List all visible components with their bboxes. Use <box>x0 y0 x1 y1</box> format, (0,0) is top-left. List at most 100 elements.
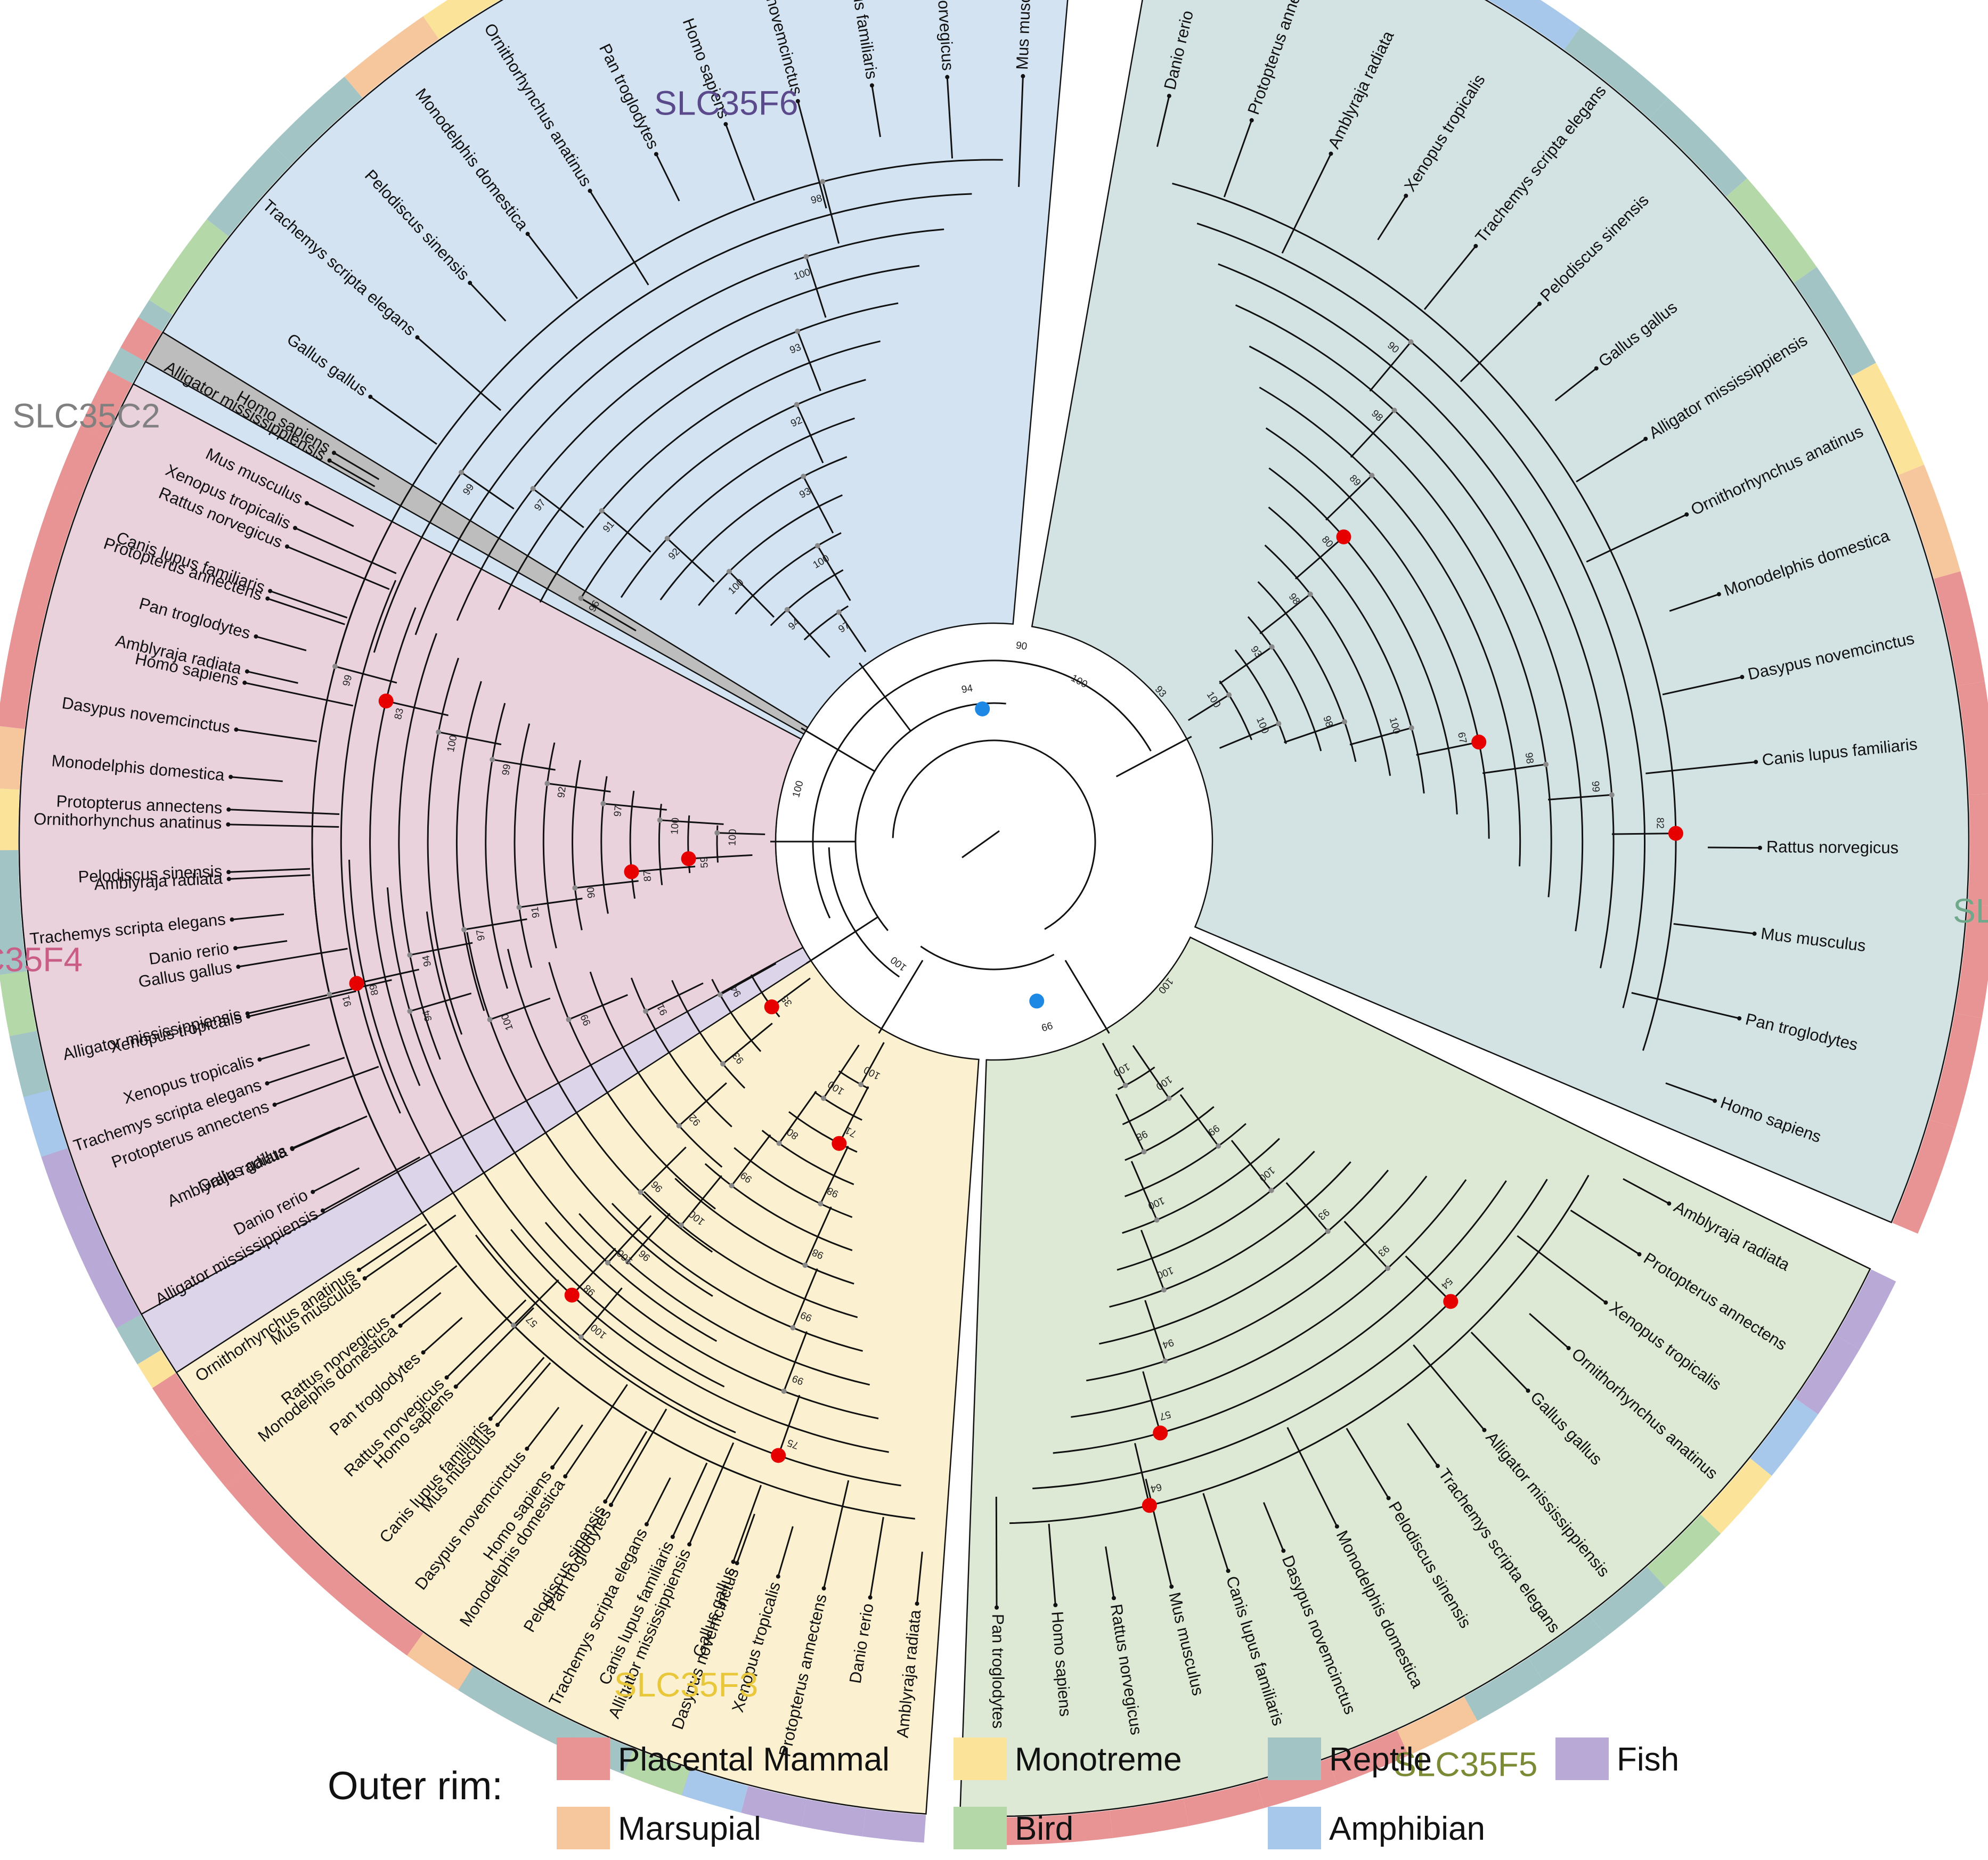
rim-segment-reptile <box>1564 27 1668 119</box>
tip-marker <box>644 1522 649 1527</box>
tip-branch <box>1662 676 1742 696</box>
tip-marker <box>234 727 239 732</box>
internal-branch <box>544 1221 879 1420</box>
tip-marker <box>468 281 472 285</box>
internal-branch <box>1140 1229 1165 1291</box>
tip-branch <box>1286 1427 1338 1527</box>
internal-branch <box>466 932 713 1297</box>
internal-branch <box>716 825 719 863</box>
internal-node <box>836 609 842 615</box>
rim-segment-reptile <box>9 1031 51 1097</box>
tip-marker <box>1716 592 1721 597</box>
tip-marker <box>488 1416 493 1421</box>
tip-branch <box>228 823 339 828</box>
tip-marker <box>293 526 298 531</box>
tip-marker <box>654 152 658 157</box>
tip-branch <box>329 460 376 487</box>
highlighted-node <box>1668 826 1683 841</box>
rim-segment-placental-mammal <box>152 1373 210 1439</box>
internal-node <box>801 474 806 479</box>
tip-marker <box>1526 1388 1530 1393</box>
internal-branch <box>463 918 527 931</box>
tip-branch <box>469 282 507 322</box>
tip-marker <box>444 1375 449 1380</box>
internal-branch <box>778 1090 817 1144</box>
tip-branch <box>610 1408 667 1506</box>
internal-branch <box>373 193 972 653</box>
tree-branches <box>228 76 1760 1608</box>
clade-stem <box>1115 736 1192 778</box>
rim-segment-bird <box>623 1748 690 1796</box>
bootstrap-value: 67 <box>1455 731 1469 745</box>
internal-branch <box>519 898 583 908</box>
tip-branch <box>490 1357 545 1420</box>
tip-marker <box>821 1586 826 1591</box>
rim-segment-reptile <box>458 1667 525 1722</box>
tip-branch <box>1202 1493 1229 1571</box>
legend-label-monotreme: Monotreme <box>1015 1741 1182 1778</box>
internal-node <box>332 664 338 670</box>
rim-segment-placental-mammal <box>1892 1120 1956 1234</box>
tip-branch <box>1281 153 1332 254</box>
rim-segment-monotreme <box>1700 1458 1772 1534</box>
backbone-branch <box>854 702 1006 932</box>
internal-branch <box>1547 794 1612 801</box>
internal-node <box>490 757 495 763</box>
tip-branch <box>604 1431 648 1502</box>
tip-branch <box>1570 1210 1640 1255</box>
tip-marker <box>495 1423 500 1427</box>
tip-marker <box>603 1499 608 1504</box>
tip-marker <box>311 1189 315 1194</box>
internal-branch <box>426 911 718 1342</box>
rim-segment-fish <box>741 1785 807 1826</box>
tip-branch <box>270 590 348 619</box>
rim-segment-fish <box>62 1205 113 1273</box>
tip-branch <box>236 729 317 743</box>
internal-branch <box>803 605 849 641</box>
internal-branch <box>1009 1174 1590 1524</box>
internal-branch <box>788 1111 858 1153</box>
internal-branch <box>645 982 704 1012</box>
tip-marker <box>245 1011 250 1016</box>
highlighted-node <box>1336 529 1351 544</box>
rim-segment-placental-mammal <box>56 426 106 494</box>
tip-branch <box>256 635 307 651</box>
internal-branch <box>735 532 842 615</box>
internal-node <box>790 1325 796 1331</box>
internal-branch <box>369 607 421 1086</box>
legend-swatch-monotreme <box>954 1737 1007 1780</box>
internal-branch <box>601 510 651 553</box>
internal-branch <box>1218 263 1615 968</box>
internal-branch <box>611 1203 863 1352</box>
clade-label-slc35f6: SLC35F6 <box>654 84 798 123</box>
backbone-branch <box>920 945 1055 970</box>
rim-segment-reptile <box>207 144 292 236</box>
internal-branch <box>804 1206 832 1266</box>
internal-branch <box>734 1147 853 1218</box>
rim-segment-placental-mammal <box>80 370 133 438</box>
tip-branch <box>229 868 311 873</box>
leaf-label: Ornithorhynchus anatinus <box>34 810 222 833</box>
tip-marker <box>415 335 420 340</box>
internal-branch <box>1325 475 1373 521</box>
tip-marker <box>242 680 247 685</box>
internal-branch <box>1219 680 1253 740</box>
tip-marker <box>868 1595 873 1600</box>
rim-segment-bird <box>1647 1514 1721 1588</box>
internal-branch <box>860 1042 885 1085</box>
internal-branch <box>838 611 867 652</box>
tip-marker <box>1667 1201 1672 1206</box>
internal-branch <box>631 866 696 873</box>
internal-node <box>781 1388 787 1394</box>
internal-branch <box>1235 304 1584 932</box>
tip-marker <box>226 877 231 882</box>
internal-branch <box>1122 1138 1280 1234</box>
bootstrap-value: 64 <box>1149 1481 1163 1494</box>
internal-node <box>1122 1082 1128 1088</box>
clade-label-slc35f3: SLC35F3 <box>614 1666 758 1704</box>
tip-marker <box>1737 1016 1742 1021</box>
internal-branch <box>1032 1179 1548 1490</box>
tip-branch <box>1460 303 1541 382</box>
internal-node <box>664 535 670 541</box>
